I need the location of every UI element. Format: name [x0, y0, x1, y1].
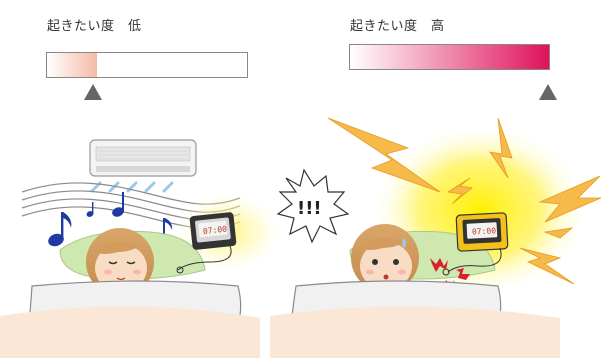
right-gauge-label: 起きたい度 高 [350, 19, 445, 34]
exclamation-burst: !!! [276, 168, 350, 244]
air-conditioner-icon [89, 139, 197, 193]
right-gauge-pointer [539, 84, 557, 100]
left-gauge-bar [46, 52, 248, 78]
right-clock-time: 07:00 [472, 226, 497, 236]
left-clock-time: 07:00 [203, 225, 228, 236]
left-gauge-label: 起きたい度 低 [47, 19, 142, 34]
left-gauge-pointer [84, 84, 102, 100]
lightning-icon [327, 117, 601, 285]
exclamation-text: !!! [297, 198, 322, 219]
awake-face-icon [351, 224, 419, 292]
right-alarm-clock: 07:00 [455, 212, 509, 252]
alarm-clock-icon: 07:00 [189, 212, 237, 250]
right-gauge-bar [349, 44, 550, 70]
sleeping-face-icon [86, 228, 154, 296]
right-gauge-fill [350, 45, 549, 69]
left-gauge-fill [47, 53, 97, 77]
